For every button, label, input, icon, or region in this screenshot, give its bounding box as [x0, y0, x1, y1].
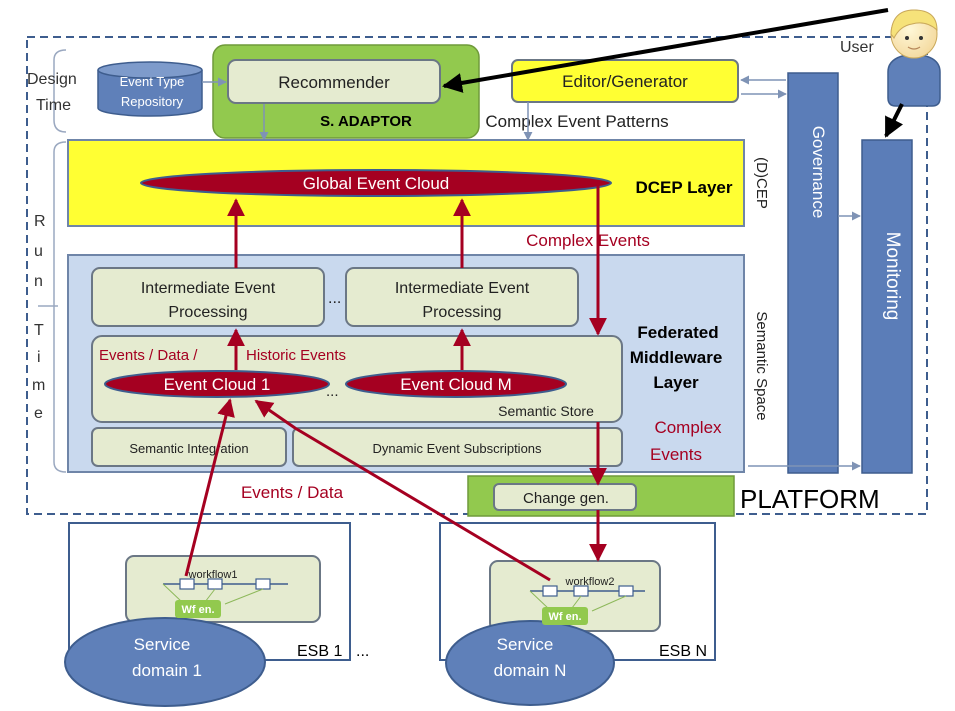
global-event-cloud-label: Global Event Cloud — [303, 174, 449, 193]
iep-ellipsis: ... — [328, 290, 341, 307]
complex-event-patterns-label: Complex Event Patterns — [485, 112, 668, 131]
dcep-side-label: (D)CEP — [753, 157, 770, 209]
event-cloud-1-label: Event Cloud 1 — [164, 375, 271, 394]
editor-generator-label: Editor/Generator — [562, 72, 688, 91]
run-time-letter-n: n — [34, 273, 43, 290]
run-time-letter-t: T — [34, 322, 44, 339]
workflow1-box — [125, 555, 321, 623]
esb-ellipsis: ... — [356, 643, 369, 660]
workflow2-engine-label: Wf en. — [549, 611, 582, 623]
workflow1-label: workflow1 — [188, 569, 238, 581]
design-time-bracket — [53, 49, 67, 133]
esbn-label: ESB N — [659, 643, 707, 660]
fml-label-line2: Middleware — [630, 348, 723, 367]
complex-events-label-top: Complex Events — [526, 231, 650, 250]
service-domain-1-label-1: Service — [134, 635, 191, 654]
service-domain-n-label-1: Service — [497, 635, 554, 654]
event-type-repository-label-1: Event Type — [120, 74, 185, 89]
s-adaptor-label: S. ADAPTOR — [320, 113, 412, 130]
event-cloud-m-label: Event Cloud M — [400, 375, 512, 394]
workflow2-engine — [542, 607, 588, 625]
complex-events-label-side-1: Complex — [654, 418, 722, 437]
workflow1-engine-link-3 — [224, 588, 264, 605]
recommender-label: Recommender — [278, 73, 390, 92]
red-flow-arrows — [184, 186, 607, 582]
recommender-box — [227, 59, 441, 104]
workflow1-task-1 — [179, 578, 195, 590]
monitoring-label: Monitoring — [882, 232, 903, 321]
change-gen-label: Change gen. — [523, 490, 609, 507]
workflow1-to-cloud1-arrow — [184, 398, 235, 577]
user-label: User — [840, 39, 874, 56]
workflow1-engine-link-2 — [204, 588, 216, 603]
workflow2-task-1 — [542, 585, 558, 597]
iep2-label-line2: Processing — [422, 304, 501, 321]
design-time-label-2: Time — [36, 97, 71, 114]
workflow2-engine-link-2 — [571, 595, 582, 609]
run-time-letter-i: i — [37, 349, 41, 366]
iep1-label-line1: Intermediate Event — [141, 280, 276, 297]
semantic-store-label: Semantic Store — [498, 403, 594, 419]
semantic-integration-label: Semantic Integration — [129, 441, 248, 456]
event-type-repository-label-2: Repository — [121, 94, 184, 109]
design-time-label-1: Design — [27, 71, 77, 88]
workflow1-engine — [175, 600, 221, 618]
event-cloud-m — [345, 370, 567, 398]
iep1-label-line2: Processing — [168, 304, 247, 321]
run-time-letter-r: R — [34, 213, 46, 230]
fml-label-line3: Layer — [653, 373, 699, 392]
workflow2-task-3 — [618, 585, 634, 597]
governance-bar — [787, 72, 839, 474]
run-time-bracket — [53, 141, 67, 473]
fml-label-line1: Federated — [637, 323, 718, 342]
workflow2-label: workflow2 — [565, 576, 615, 588]
dcep-layer-label: DCEP Layer — [635, 178, 732, 197]
platform-label: PLATFORM — [740, 484, 880, 514]
governance-label: Governance — [809, 126, 828, 219]
run-time-letter-e: e — [34, 405, 43, 422]
workflow2-engine-link-3 — [591, 595, 627, 612]
editor-generator-box — [511, 59, 739, 103]
iep2-label-line1: Intermediate Event — [395, 280, 530, 297]
service-domain-1 — [64, 617, 266, 707]
semantic-integration-box — [91, 427, 287, 467]
workflow2-to-cloud1-arrow — [254, 399, 551, 582]
dynamic-event-subscriptions-box — [292, 427, 623, 467]
event-cloud-1 — [104, 370, 330, 398]
semantic-space-label: Semantic Space — [753, 311, 770, 420]
user-to-monitoring-arrow — [884, 103, 904, 138]
service-domain-n — [445, 620, 615, 706]
dynamic-event-subscriptions-label: Dynamic Event Subscriptions — [372, 441, 542, 456]
global-event-cloud — [140, 169, 612, 197]
monitoring-bar — [861, 139, 913, 474]
events-data-label-bottom: Events / Data — [241, 483, 344, 502]
esb1-label: ESB 1 — [297, 643, 342, 660]
service-domain-1-label-2: domain 1 — [132, 661, 202, 680]
workflow1-task-3 — [255, 578, 271, 590]
complex-events-label-side-2: Events — [650, 445, 702, 464]
change-gen-box — [493, 483, 637, 511]
event-type-repository: Event Type Repository — [97, 61, 203, 117]
events-data-historic-label: Events / Data / — [99, 347, 198, 364]
user-icon — [887, 9, 941, 107]
event-cloud-ellipsis: ... — [326, 383, 339, 400]
workflow1-engine-link-1 — [162, 583, 183, 603]
run-time-letter-u: u — [34, 243, 43, 260]
service-domain-n-label-2: domain N — [494, 661, 567, 680]
intermediate-event-processing-1 — [91, 267, 325, 327]
workflow2-engine-link-1 — [529, 590, 551, 611]
user-to-recommender-arrow — [442, 8, 889, 93]
historic-events-label: Historic Events — [246, 347, 346, 364]
run-time-letter-m: m — [32, 377, 45, 394]
workflow1-engine-label: Wf en. — [182, 604, 215, 616]
